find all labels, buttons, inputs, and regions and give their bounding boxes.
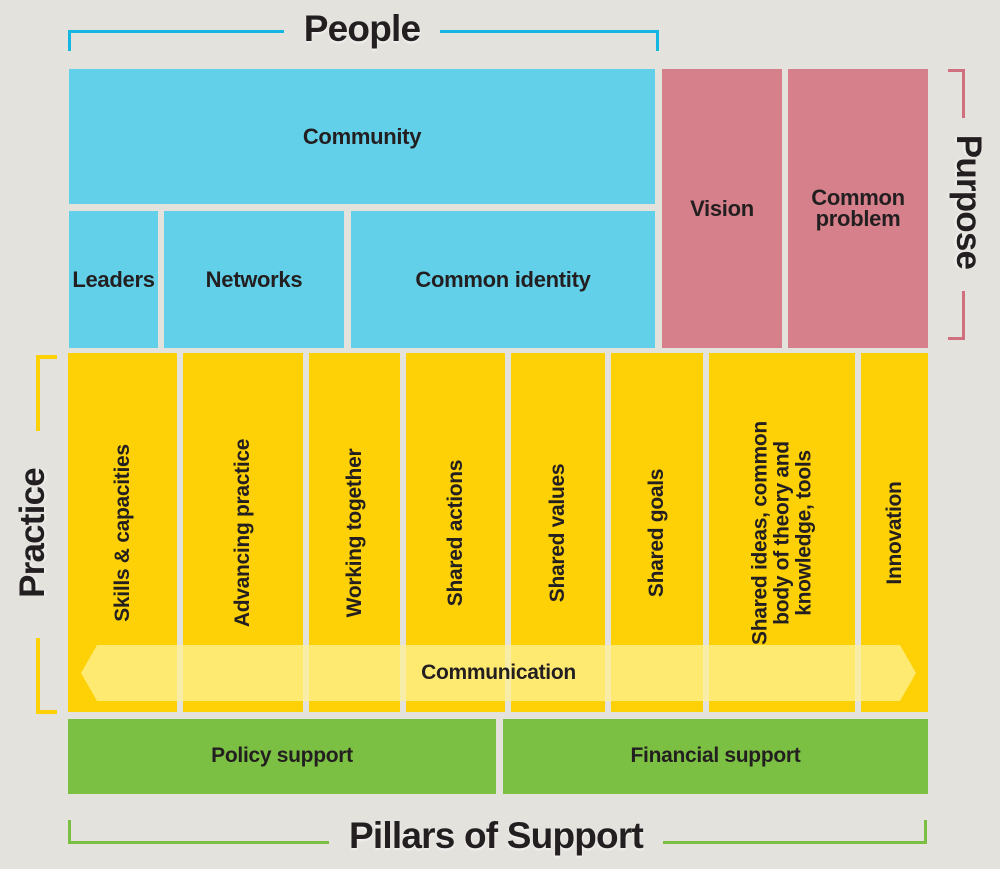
purpose-bracket-bottom — [948, 291, 965, 340]
common-problem-box: Common problem — [788, 69, 928, 348]
vision-label: Vision — [690, 195, 754, 221]
shared-ideas-label: Shared ideas, common body of theory and … — [748, 420, 815, 645]
leaders-box: Leaders — [69, 211, 158, 348]
communication-label: Communication — [81, 645, 916, 701]
pillars-section-text: Pillars of Support — [329, 815, 663, 857]
common-problem-label: Common problem — [811, 184, 905, 231]
leaders-label: Leaders — [72, 266, 155, 292]
financial-support-label: Financial support — [630, 744, 801, 768]
practice-bracket-bottom — [36, 638, 57, 714]
purpose-section-label: Purpose — [949, 134, 988, 270]
practice-bracket-top — [36, 355, 57, 431]
networks-label: Networks — [205, 266, 303, 292]
purpose-bracket-top — [948, 69, 965, 118]
common-identity-box: Common identity — [351, 211, 655, 348]
communication-arrow — [81, 645, 916, 701]
vision-box: Vision — [662, 69, 782, 348]
practice-section-label: Practice — [13, 468, 52, 598]
policy-support-box: Policy support — [68, 719, 496, 794]
community-box: Community — [69, 69, 655, 204]
people-section-text: People — [283, 8, 441, 50]
community-label: Community — [302, 123, 422, 149]
pillars-section-label: Pillars of Support — [68, 815, 924, 857]
policy-support-label: Policy support — [211, 744, 353, 768]
financial-support-box: Financial support — [503, 719, 928, 794]
networks-box: Networks — [164, 211, 344, 348]
common-identity-label: Common identity — [415, 266, 591, 292]
people-section-label: People — [68, 8, 656, 50]
communication-text: Communication — [421, 661, 576, 684]
